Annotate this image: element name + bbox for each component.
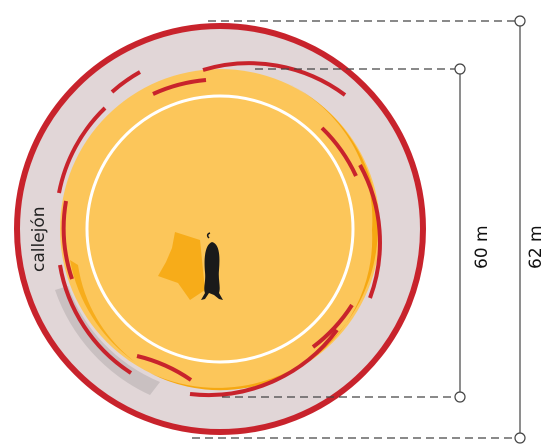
bull-body (201, 242, 223, 300)
endpoint-60-top (454, 63, 466, 75)
barrera (57, 61, 382, 398)
barrera-segment (202, 61, 347, 97)
barrera-segment (110, 70, 141, 94)
tercios-circle (85, 94, 355, 364)
callejon-label: callejón (29, 206, 49, 272)
bull-horn (206, 232, 211, 239)
barrera-segment (189, 328, 339, 398)
barrera-segment (320, 126, 358, 177)
barrera-segment (58, 264, 133, 375)
arena (60, 69, 380, 389)
label-62-bg (528, 216, 543, 270)
bull-silhouette-icon (158, 232, 223, 300)
barrera-segment (136, 354, 193, 382)
dimension-lines (192, 20, 521, 439)
endpoint-60-bottom (454, 391, 466, 403)
arena-shadow-left (70, 260, 135, 362)
endpoint-62-top (514, 15, 526, 27)
endpoint-62-bottom (514, 432, 526, 444)
barrera-segment (61, 200, 74, 280)
dimension-62-label: 62 m (526, 225, 543, 269)
barrera-segment (57, 106, 107, 194)
dimension-endpoints (454, 15, 526, 444)
bull-shadow (158, 232, 205, 300)
barrera-segment (358, 164, 382, 299)
label-60-bg (471, 216, 491, 270)
barrera-segment (311, 303, 354, 349)
dimension-60-label: 60 m (472, 225, 492, 269)
barrera-segment (152, 78, 207, 96)
callejon-shadow (55, 286, 160, 395)
